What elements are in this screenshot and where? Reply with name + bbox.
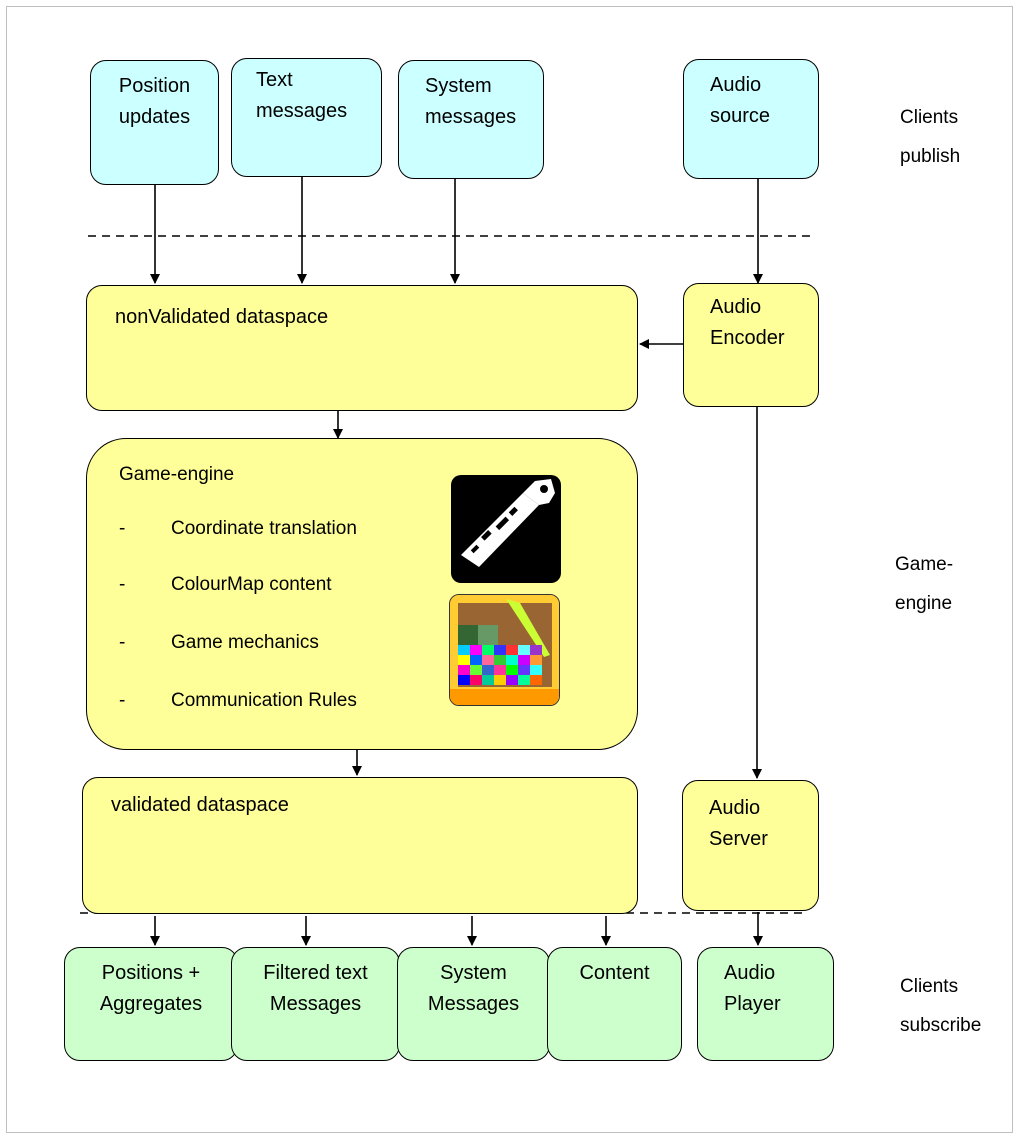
bullet-dash: - [119,574,126,595]
system-messages-box: System messages [398,60,544,179]
audio-player-box: Audio Player [697,947,834,1061]
box-label-line: Messages [427,993,520,1015]
side-label-line: Clients [900,976,959,997]
validated-dataspace-label: validated dataspace [111,794,289,816]
side-label-line: subscribe [900,1015,982,1036]
box-label-line: Position [118,75,191,97]
box-label-line: messages [425,106,517,128]
controller-image-icon [451,475,561,583]
audio-server-box: Audio Server [682,780,819,911]
box-label-line: Encoder [710,327,785,349]
box-label-line: updates [118,106,191,128]
box-label-line: Positions + [101,962,201,984]
box-label-line: Text [256,69,293,91]
colour-map-image-icon [449,594,560,706]
box-label-line: Player [724,993,781,1015]
nonvalidated-dataspace-box: nonValidated dataspace [86,285,638,411]
filtered-text-messages-box: Filtered text Messages [231,947,400,1061]
box-label-line: Aggregates [99,993,203,1015]
box-label-line: Audio [724,962,776,984]
content-box: Content [547,947,682,1061]
position-updates-box: Position updates [90,60,219,185]
side-label-clients-subscribe: Clients subscribe [900,967,981,1045]
box-label-line: Audio [710,74,762,96]
bullet-text: Game mechanics [171,632,319,653]
box-label-line: messages [256,100,348,122]
box-label-line: Filtered text [263,962,368,984]
bullet-dash: - [119,518,126,539]
box-label-line: System [425,75,492,97]
side-label-game-engine: Game- engine [895,545,953,623]
bullet-dash: - [119,632,126,653]
nonvalidated-dataspace-label: nonValidated dataspace [115,306,329,328]
box-label-line: Server [709,828,768,850]
bullet-dash: - [119,690,126,711]
box-label-line: Messages [269,993,362,1015]
side-label-line: Clients [900,107,959,128]
audio-source-box: Audio source [683,59,819,179]
side-label-line: Game- [895,554,954,575]
side-label-line: engine [895,593,953,614]
box-label-line: Audio [710,296,762,318]
validated-dataspace-box: validated dataspace [82,777,638,914]
positions-aggregates-box: Positions + Aggregates [64,947,238,1061]
game-engine-box: Game-engine - Coordinate translation - C… [86,438,638,750]
box-label-line: System [440,962,507,984]
box-label-line: Audio [709,797,761,819]
system-messages-sub-box: System Messages [397,947,550,1061]
diagram-frame [6,6,1013,1133]
side-label-clients-publish: Clients publish [900,98,960,176]
text-messages-box: Text messages [231,58,382,177]
game-engine-title: Game-engine [119,464,235,485]
audio-encoder-box: Audio Encoder [683,283,819,407]
box-label-line: source [710,105,771,127]
side-label-line: publish [900,146,961,167]
bullet-text: ColourMap content [171,574,332,595]
bullet-text: Communication Rules [171,690,357,711]
bullet-text: Coordinate translation [171,518,357,539]
box-label-line: Content [579,962,650,984]
